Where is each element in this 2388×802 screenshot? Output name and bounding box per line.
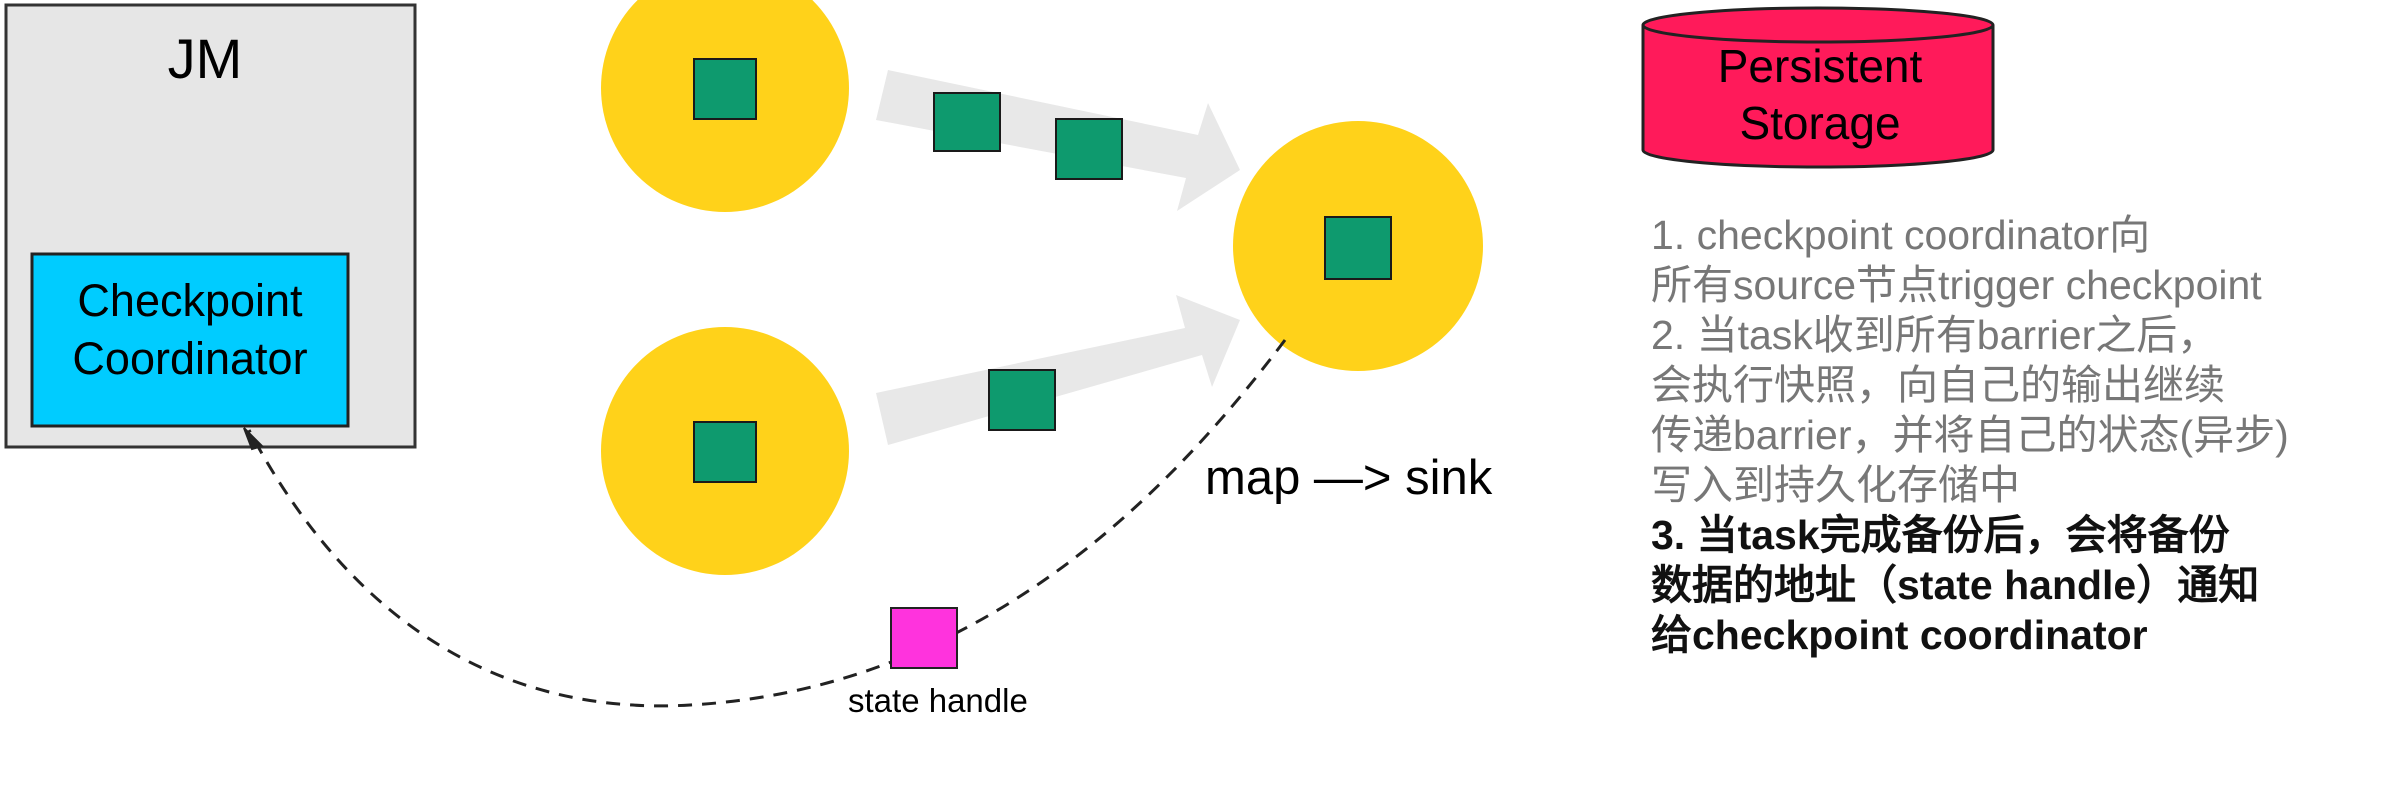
state-square-source-top: [693, 58, 757, 120]
jm-title: JM: [167, 27, 243, 90]
storage-label-line1: Persistent: [1717, 40, 1923, 92]
state-square-source-bottom: [693, 421, 757, 483]
note-step3-line1: 3. 当task完成备份后，会将备份: [1651, 512, 2230, 558]
state-handle-label: state handle: [848, 682, 1028, 719]
persistent-storage-cylinder: [1641, 25, 1995, 169]
barrier-square-2: [1055, 118, 1123, 180]
process-notes: 1. checkpoint coordinator向 所有source节点tri…: [1651, 210, 2381, 660]
checkpoint-coordinator-box: [30, 252, 350, 428]
state-handle-square: [890, 607, 958, 669]
storage-label-line2: Storage: [1739, 97, 1901, 149]
state-handle-return-path: [247, 339, 1287, 708]
persistent-storage-label: Persistent Storage: [1645, 38, 1995, 152]
checkpoint-coordinator-label: Checkpoint Coordinator: [32, 272, 348, 388]
flow-arrow-bottom: [876, 295, 1240, 445]
persistent-storage-top: [1641, 6, 1995, 44]
return-arrowhead: [243, 427, 264, 451]
note-step1-line1: 1. checkpoint coordinator向: [1651, 212, 2151, 258]
note-step2-line3: 传递barrier，并将自己的状态(异步): [1651, 412, 2289, 458]
note-step2-line2: 会执行快照，向自己的输出继续: [1651, 362, 2225, 408]
note-step3-line3: 给checkpoint coordinator: [1651, 612, 2148, 658]
coordinator-label-line1: Checkpoint: [77, 275, 303, 326]
barrier-square-1: [933, 92, 1001, 152]
barrier-square-3: [988, 369, 1056, 431]
state-square-map-sink: [1324, 216, 1392, 280]
note-step3-line2: 数据的地址（state handle）通知: [1651, 562, 2260, 608]
map-sink-label: map —> sink: [1205, 451, 1493, 505]
note-step1-line2: 所有source节点trigger checkpoint: [1651, 262, 2262, 308]
coordinator-label-line2: Coordinator: [72, 333, 308, 384]
note-step2-line1: 2. 当task收到所有barrier之后，: [1651, 312, 2219, 358]
note-step2-line4: 写入到持久化存储中: [1651, 462, 2020, 508]
